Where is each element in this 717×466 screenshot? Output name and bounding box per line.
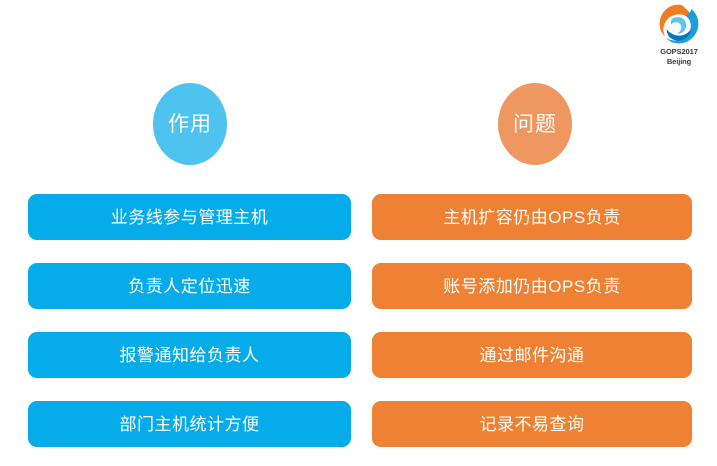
logo-caption-line1: GOPS2017 xyxy=(660,47,698,56)
column-benefits: 作用 业务线参与管理主机 负责人定位迅速 报警通知给负责人 部门主机统计方便 xyxy=(23,0,353,466)
column-header-benefits-label: 作用 xyxy=(168,112,212,136)
problems-item-2[interactable]: 账号添加仍由OPS负责 xyxy=(372,263,692,309)
problems-item-4[interactable]: 记录不易查询 xyxy=(372,401,692,447)
benefits-item-2-label: 负责人定位迅速 xyxy=(128,276,251,296)
gops-logo: GOPS2017 Beijing xyxy=(646,2,712,68)
logo-caption-line2: Beijing xyxy=(666,57,692,66)
problems-item-1-label: 主机扩容仍由OPS负责 xyxy=(443,207,621,227)
problems-item-4-label: 记录不易查询 xyxy=(479,414,585,434)
benefits-item-3-label: 报警通知给负责人 xyxy=(119,345,260,365)
column-problems: 问题 主机扩容仍由OPS负责 账号添加仍由OPS负责 通过邮件沟通 记录不易查询 xyxy=(370,0,700,466)
problems-item-2-label: 账号添加仍由OPS负责 xyxy=(443,276,621,296)
problems-item-3-label: 通过邮件沟通 xyxy=(479,345,585,365)
gops-logo-icon xyxy=(659,4,699,44)
problems-item-3[interactable]: 通过邮件沟通 xyxy=(372,332,692,378)
column-header-problems-label: 问题 xyxy=(513,112,557,136)
benefits-item-3[interactable]: 报警通知给负责人 xyxy=(28,332,351,378)
benefits-item-1[interactable]: 业务线参与管理主机 xyxy=(28,194,351,240)
benefits-item-4[interactable]: 部门主机统计方便 xyxy=(28,401,351,447)
column-header-problems: 问题 xyxy=(498,83,572,165)
benefits-item-1-label: 业务线参与管理主机 xyxy=(110,207,269,227)
column-header-benefits: 作用 xyxy=(153,83,227,165)
problems-item-1[interactable]: 主机扩容仍由OPS负责 xyxy=(372,194,692,240)
benefits-item-list: 业务线参与管理主机 负责人定位迅速 报警通知给负责人 部门主机统计方便 xyxy=(28,194,351,447)
problems-item-list: 主机扩容仍由OPS负责 账号添加仍由OPS负责 通过邮件沟通 记录不易查询 xyxy=(372,194,692,447)
benefits-item-4-label: 部门主机统计方便 xyxy=(119,414,260,434)
benefits-item-2[interactable]: 负责人定位迅速 xyxy=(28,263,351,309)
